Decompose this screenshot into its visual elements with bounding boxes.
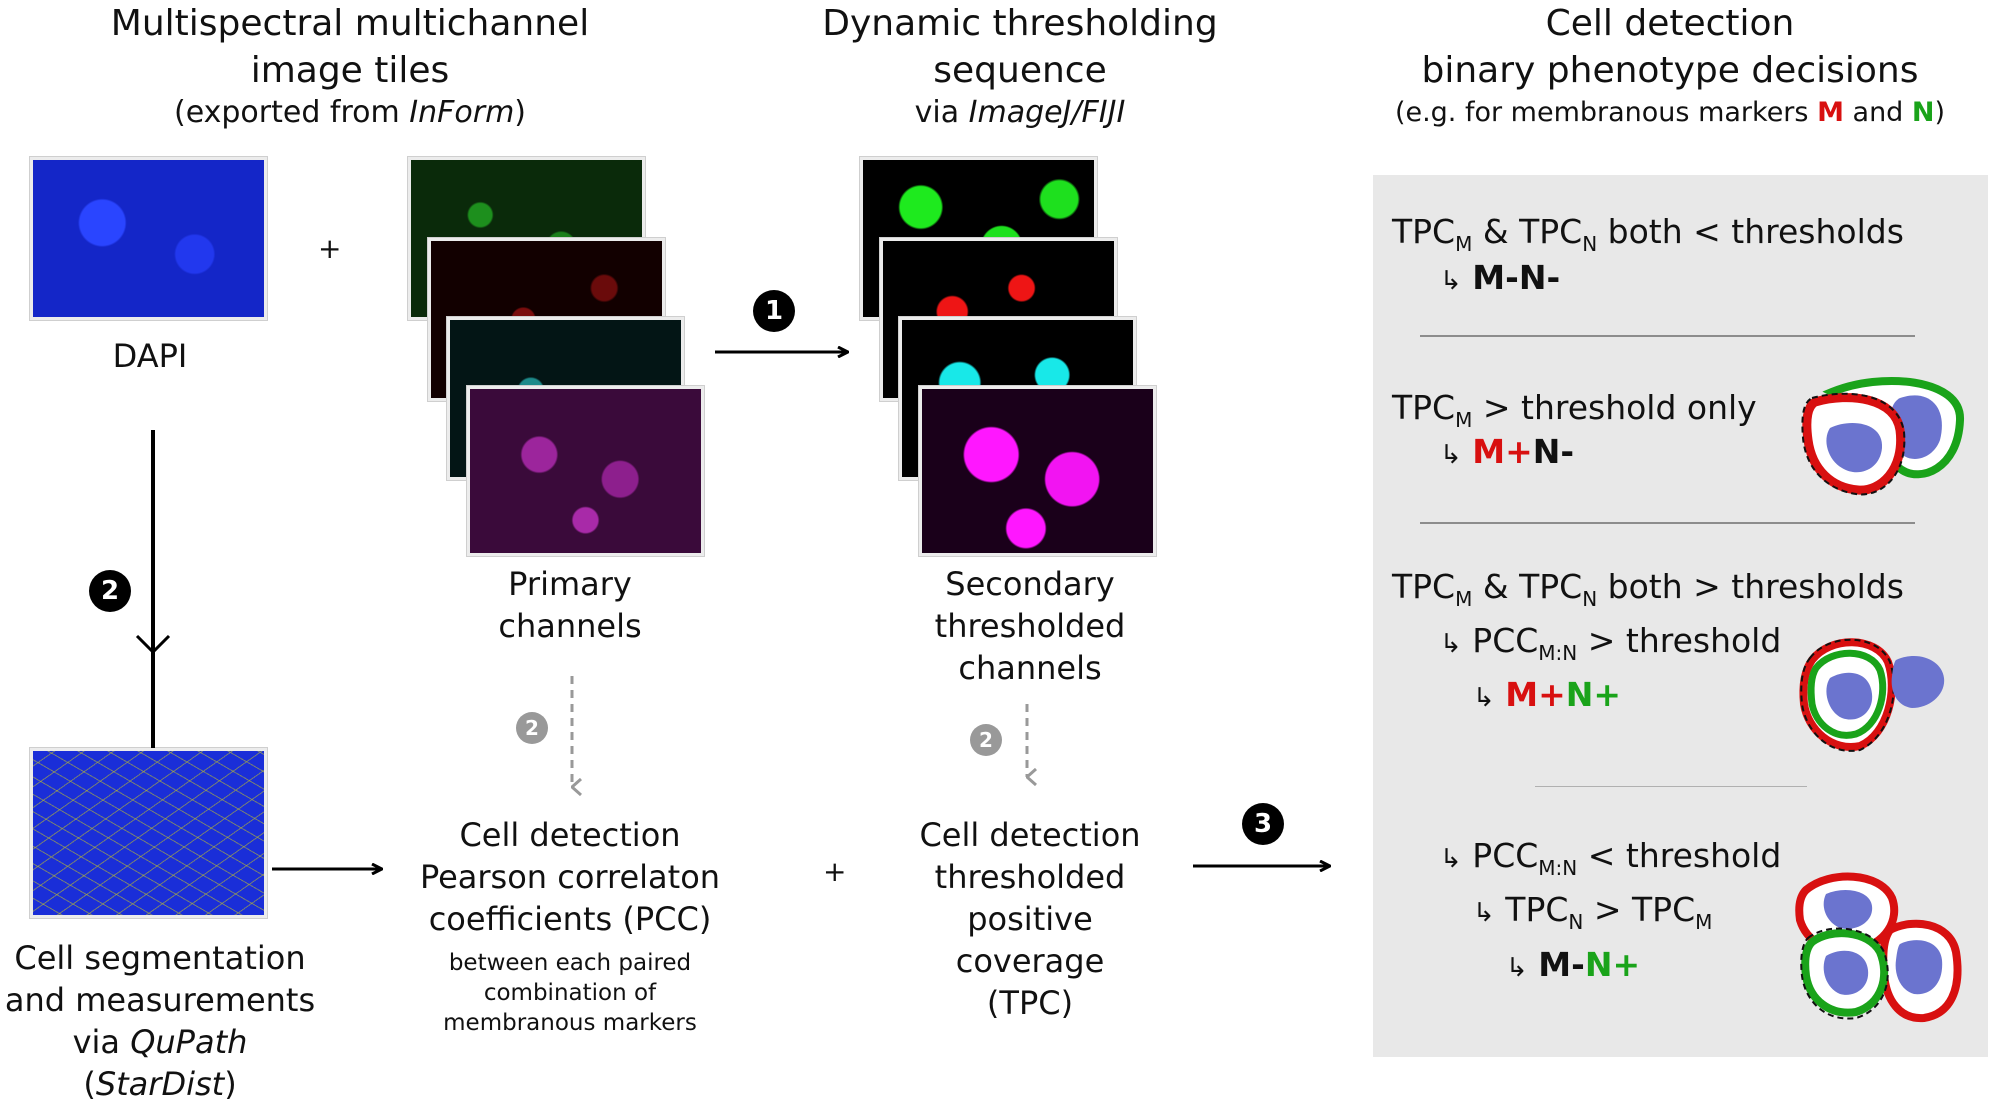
header-right-line1: Cell detection (1545, 3, 1795, 44)
header-right-line2: binary phenotype decisions (1421, 50, 1919, 91)
decision-4-tpc: ↳ TPCN > TPCM (1473, 890, 1713, 934)
secondary-channels-label: Secondary thresholded channels (934, 565, 1126, 687)
header-right-line3: (e.g. for membranous markers M and N) (1394, 97, 1946, 128)
header-left-line1: Multispectral multichannel (110, 3, 590, 44)
cell-illustration-mplus-nplus (1799, 638, 1945, 752)
header-middle-line1: Dynamic thresholding (822, 3, 1218, 44)
decision-1-condition: TPCM & TPCN both < thresholds (1392, 212, 1904, 256)
decision-4-pcc: ↳ PCCM:N < threshold (1440, 836, 1782, 880)
arrowhead-dapi-down (135, 634, 171, 655)
decision-3-condition: TPCM & TPCN both > thresholds (1392, 567, 1904, 611)
tpc-label: Cell detection thresholded positive cove… (919, 816, 1141, 1022)
step-3-badge: 3 (1242, 803, 1284, 845)
decision-3-pcc: ↳ PCCM:N > threshold (1440, 621, 1782, 665)
segmentation-label: Cell segmentation and measurements via Q… (4, 939, 316, 1103)
decision-2-condition: TPCM > threshold only (1392, 388, 1757, 432)
decision-1-result: ↳ M-N- (1440, 258, 1561, 297)
secondary-magenta-tile (919, 386, 1156, 556)
step-2-badge: 2 (89, 570, 131, 612)
pcc-label: Cell detection Pearson correlaton coeffi… (419, 816, 721, 938)
decision-4-result: ↳ M-N+ (1506, 945, 1641, 984)
segmentation-tile (30, 748, 267, 918)
header-middle-line3: via ImageJ/FIJI (914, 95, 1126, 130)
header-left-line2: image tiles (250, 50, 450, 91)
plus-dapi-primary: + (318, 232, 342, 265)
divider-3 (1535, 786, 1807, 787)
header-left: Multispectral multichannel image tiles (… (60, 0, 640, 132)
header-middle: Dynamic thresholding sequence via ImageJ… (790, 0, 1250, 132)
cell-illustration-mminus-nplus (1795, 872, 1962, 1023)
dapi-tile (30, 157, 267, 320)
decision-3-result: ↳ M+N+ (1473, 675, 1622, 714)
divider-2 (1420, 522, 1915, 524)
decision-2-result: ↳ M+N- (1440, 432, 1575, 471)
step-2-badge-primary: 2 (516, 712, 548, 744)
header-right: Cell detection binary phenotype decision… (1360, 0, 1980, 132)
pcc-sublabel: between each paired combination of membr… (443, 950, 697, 1036)
plus-pcc-tpc: + (823, 855, 847, 888)
primary-magenta-tile (467, 386, 704, 556)
cell-illustration-mplus-nminus (1801, 376, 1965, 496)
divider-1 (1420, 335, 1915, 337)
dapi-label: DAPI (112, 337, 188, 375)
primary-channels-label: Primary channels (498, 565, 642, 645)
header-middle-line2: sequence (933, 50, 1107, 91)
step-1-badge: 1 (753, 290, 795, 332)
connector-layer (135, 0, 1965, 1023)
step-2-badge-secondary: 2 (970, 724, 1002, 756)
header-left-line3: (exported from InForm) (173, 95, 527, 130)
